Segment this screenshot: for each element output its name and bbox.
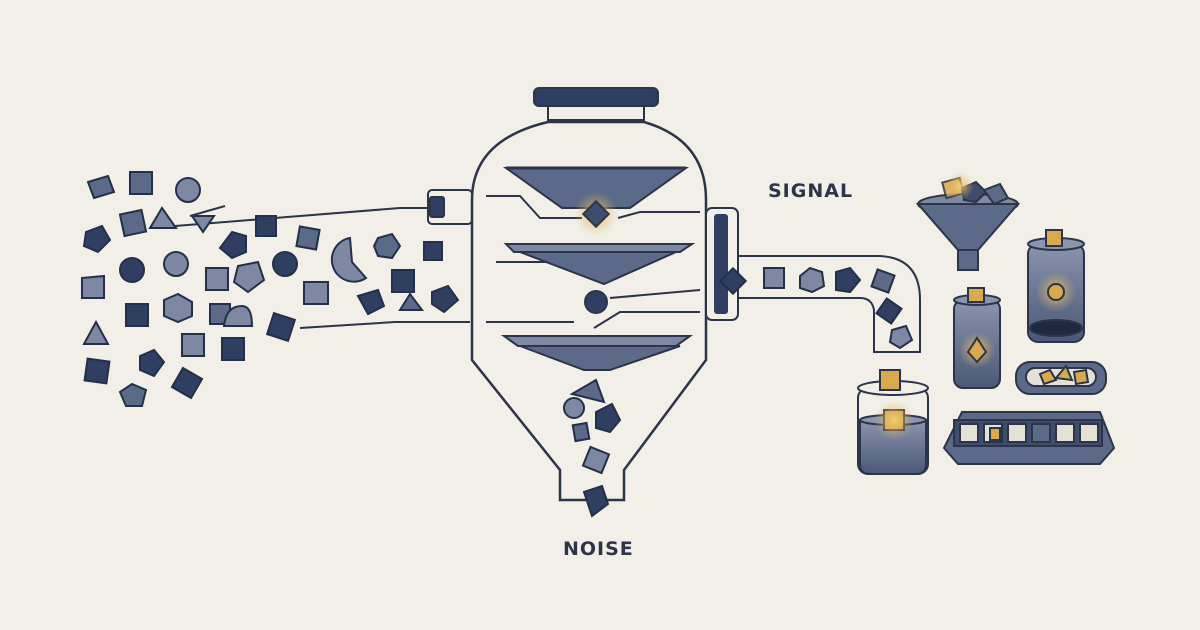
input-shape-icon [222,304,254,327]
noise-output [563,378,622,518]
input-shape-icon [272,251,298,277]
input-shape-icon [181,333,205,357]
jar-icon [1027,229,1085,343]
input-shape-icon [82,224,112,254]
signal-particle-glow [574,192,618,314]
tray-icon [1015,361,1107,395]
input-shapes [81,171,460,407]
input-shape-icon [423,241,443,261]
input-shape-icon [265,311,297,343]
separator-tank-icon [470,87,739,502]
input-shape-icon [170,366,204,400]
input-shape-icon [398,292,424,311]
input-pipe [149,189,473,329]
input-shape-icon [139,348,166,378]
input-shape-icon [232,260,266,294]
jar-icon [857,369,929,475]
input-shape-icon [205,267,229,291]
input-shape-icon [303,281,329,305]
input-shape-icon [148,206,178,229]
sieve-trays [500,166,696,371]
signal-label: SIGNAL [768,180,854,202]
input-shape-icon [190,215,216,234]
input-shape-icon [391,269,415,293]
input-shape-icon [295,225,321,251]
input-shape-icon [118,208,148,238]
input-shape-icon [175,177,201,203]
input-shape-icon [82,319,110,345]
input-shape-icon [119,257,145,283]
input-shape-icon [163,251,189,277]
signal-pipe [738,255,921,353]
input-shape-icon [255,215,277,237]
noise-label: NOISE [563,538,634,560]
signal-shapes [718,266,914,350]
input-shape-icon [431,284,460,314]
input-shape-icon [118,382,148,407]
input-shape-icon [330,236,368,283]
input-shape-icon [83,357,111,385]
input-shape-icon [372,232,402,260]
input-shape-icon [221,337,245,361]
sorting-bin-icon [942,411,1116,465]
input-shape-icon [125,303,149,327]
funnel-icon [915,172,1021,271]
input-shape-icon [356,288,386,316]
input-shape-icon [81,274,105,299]
input-shape-icon [218,230,247,260]
input-shape-icon [163,292,193,324]
input-shape-icon [86,174,116,200]
jar-icon [953,287,1001,389]
input-shape-icon [129,171,153,195]
